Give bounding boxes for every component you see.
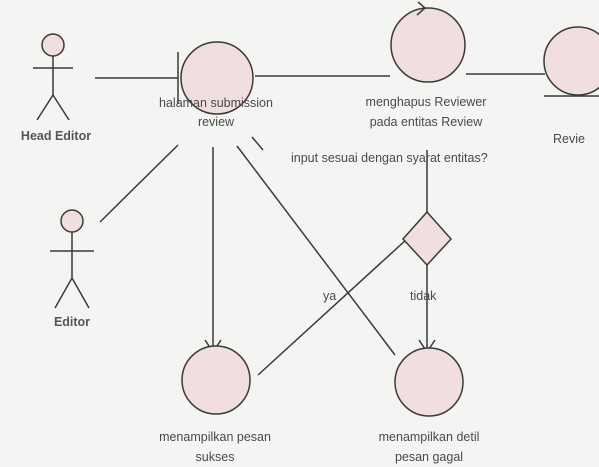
sukses-label-line1: menampilkan pesan bbox=[159, 430, 271, 444]
sukses-label-line2: sukses bbox=[196, 450, 235, 464]
link-decision-gagal-tail bbox=[251, 136, 264, 151]
boundary-label-line2: review bbox=[198, 115, 235, 129]
head-editor-label: Head Editor bbox=[21, 129, 91, 143]
link-decision-sukses bbox=[257, 238, 408, 376]
link-boundary-gagal bbox=[236, 145, 396, 356]
gagal-label-line2: pesan gagal bbox=[395, 450, 463, 464]
gagal-label-line1: menampilkan detil bbox=[379, 430, 480, 444]
link-editor-boundary bbox=[99, 144, 179, 223]
head-editor-actor[interactable] bbox=[33, 33, 73, 121]
boundary-label-line1: halaman submission bbox=[159, 96, 273, 110]
control-pesan-sukses[interactable] bbox=[181, 345, 251, 415]
editor-actor[interactable] bbox=[50, 209, 94, 309]
control-label-line2: pada entitas Review bbox=[370, 115, 484, 129]
entity-review[interactable] bbox=[543, 26, 599, 97]
guard-yes: ya bbox=[323, 289, 336, 303]
boundary-submission-review[interactable] bbox=[177, 41, 254, 115]
control-label-line1: menghapus Reviewer bbox=[366, 95, 487, 109]
editor-label: Editor bbox=[54, 315, 90, 329]
entity-review-label: Revie bbox=[553, 132, 585, 146]
guard-no: tidak bbox=[410, 289, 437, 303]
control-hapus-reviewer[interactable] bbox=[390, 1, 466, 83]
decision-question: input sesuai dengan syarat entitas? bbox=[291, 151, 488, 165]
control-pesan-gagal[interactable] bbox=[394, 347, 464, 417]
decision-diamond[interactable] bbox=[401, 210, 453, 267]
